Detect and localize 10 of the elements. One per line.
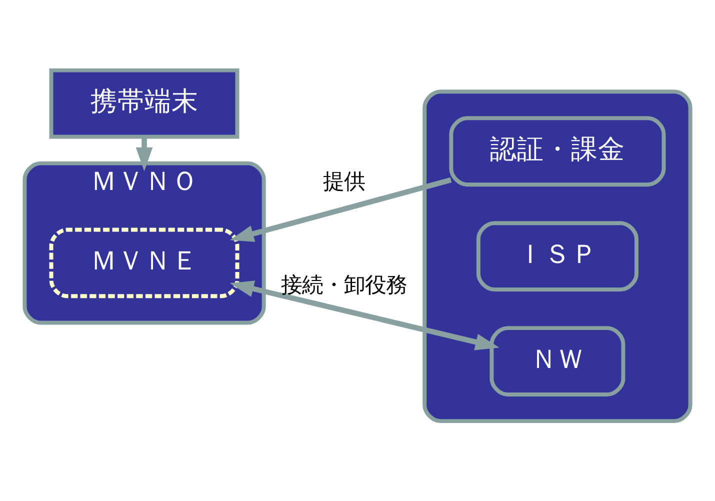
node-box: ＩＳＰ — [476, 220, 638, 292]
cluster — [422, 89, 692, 423]
node-box: 携帯端末 — [49, 68, 240, 138]
arrow — [136, 136, 153, 171]
node-box: 認証・課金 — [449, 116, 666, 186]
node-box: ＮＷ — [490, 326, 626, 396]
arrow — [230, 280, 500, 350]
edge-label: 提供 — [323, 168, 366, 194]
node-box: ＭＶＮＥ — [49, 227, 240, 298]
edge-label: 接続・卸役務 — [281, 272, 408, 298]
